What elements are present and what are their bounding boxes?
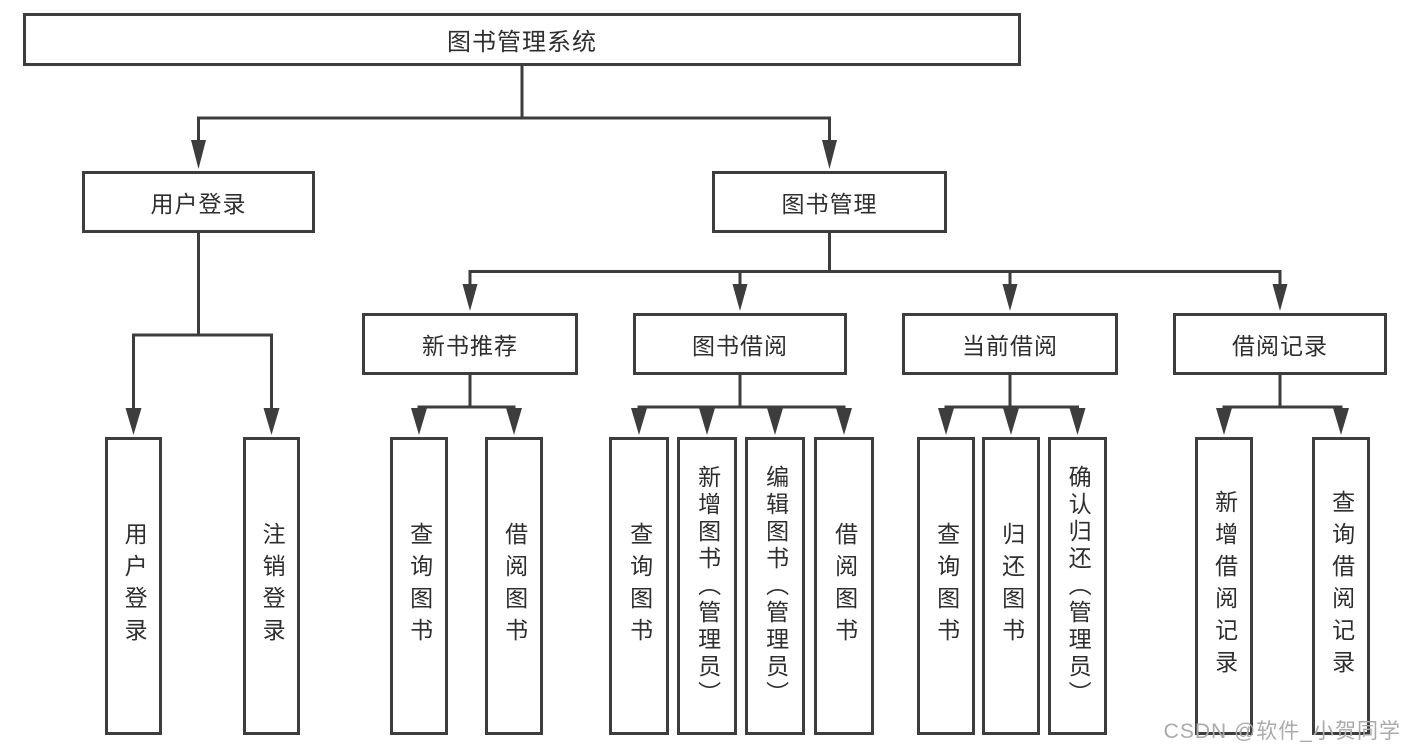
node-book-management-label: 图书管理 — [781, 191, 878, 217]
node-root-label: 图书管理系统 — [447, 29, 597, 56]
node-new-book-recommend: 新书推荐 — [362, 313, 578, 375]
leaf-current-query-books-label: 查询图书 — [933, 522, 960, 650]
node-user-login: 用户登录 — [82, 171, 315, 233]
arrowhead — [125, 408, 142, 435]
arrowhead — [822, 140, 837, 169]
node-book-borrowing: 图书借阅 — [633, 313, 847, 375]
connector-book-mgmt — [468, 233, 1282, 288]
leaf-query-borrow-record-label: 查询借阅记录 — [1328, 490, 1355, 682]
csdn-watermark: CSDN @软件_小贺同学 — [1163, 720, 1401, 743]
leaf-add-borrow-record-label: 新增借阅记录 — [1211, 490, 1238, 682]
arrowhead — [506, 408, 522, 435]
arrowhead — [411, 408, 427, 435]
connector-new-book — [417, 375, 516, 428]
node-new-book-recommend-label: 新书推荐 — [422, 333, 518, 359]
leaf-logout: 注销登录 — [243, 437, 300, 735]
leaf-logout-label: 注销登录 — [259, 522, 286, 650]
node-borrow-records: 借阅记录 — [1173, 313, 1387, 375]
node-borrow-records-label: 借阅记录 — [1232, 333, 1328, 359]
arrowhead — [1003, 408, 1019, 435]
connector-records — [1222, 375, 1343, 428]
arrowhead — [1272, 284, 1288, 311]
leaf-edit-books-admin-label: 编辑图书（管理员） — [762, 464, 789, 708]
node-current-borrowing-label: 当前借阅 — [962, 333, 1058, 359]
arrowhead — [263, 408, 280, 435]
node-current-borrowing: 当前借阅 — [902, 313, 1118, 375]
leaf-query-borrow-record: 查询借阅记录 — [1312, 437, 1370, 735]
leaf-recommend-query-books: 查询图书 — [390, 437, 448, 735]
leaf-confirm-return-admin-label: 确认归还（管理员） — [1065, 464, 1092, 708]
leaf-borrowing-query-books: 查询图书 — [609, 437, 669, 735]
connector-root — [197, 66, 831, 142]
leaf-borrowing-borrow-books-label: 借阅图书 — [831, 522, 858, 650]
arrowhead — [1069, 408, 1086, 435]
arrowhead — [631, 408, 647, 435]
connector-borrow — [637, 375, 846, 428]
arrowhead — [191, 140, 206, 169]
node-user-login-label: 用户登录 — [150, 191, 247, 217]
leaf-return-books: 归还图书 — [982, 437, 1040, 735]
node-book-management: 图书管理 — [712, 171, 947, 233]
leaf-user-login: 用户登录 — [105, 437, 162, 735]
arrowhead — [1216, 408, 1232, 435]
arrowhead — [938, 408, 954, 435]
arrowhead — [1002, 284, 1018, 311]
arrowhead — [699, 408, 715, 435]
leaf-add-books-admin: 新增图书（管理员） — [677, 437, 737, 735]
connector-user-login — [132, 233, 273, 428]
leaf-user-login-label: 用户登录 — [121, 522, 148, 650]
leaf-current-query-books: 查询图书 — [917, 437, 975, 735]
node-root: 图书管理系统 — [23, 13, 1021, 66]
leaf-return-books-label: 归还图书 — [998, 522, 1025, 650]
connector-arrowheads — [125, 140, 1349, 435]
leaf-confirm-return-admin: 确认归还（管理员） — [1048, 437, 1107, 735]
arrowhead — [767, 408, 783, 435]
node-book-borrowing-label: 图书借阅 — [692, 333, 788, 359]
arrowhead — [836, 408, 852, 435]
connector-lines — [132, 66, 1343, 428]
leaf-borrowing-borrow-books: 借阅图书 — [814, 437, 874, 735]
leaf-add-borrow-record: 新增借阅记录 — [1195, 437, 1253, 735]
leaf-borrowing-query-books-label: 查询图书 — [626, 522, 653, 650]
arrowhead — [1333, 408, 1349, 435]
leaf-recommend-query-books-label: 查询图书 — [406, 522, 433, 650]
arrowhead — [462, 284, 478, 311]
leaf-recommend-borrow-books-label: 借阅图书 — [501, 522, 528, 650]
leaf-add-books-admin-label: 新增图书（管理员） — [694, 464, 721, 708]
arrowhead — [732, 284, 748, 311]
leaf-recommend-borrow-books: 借阅图书 — [485, 437, 543, 735]
leaf-edit-books-admin: 编辑图书（管理员） — [745, 437, 805, 735]
